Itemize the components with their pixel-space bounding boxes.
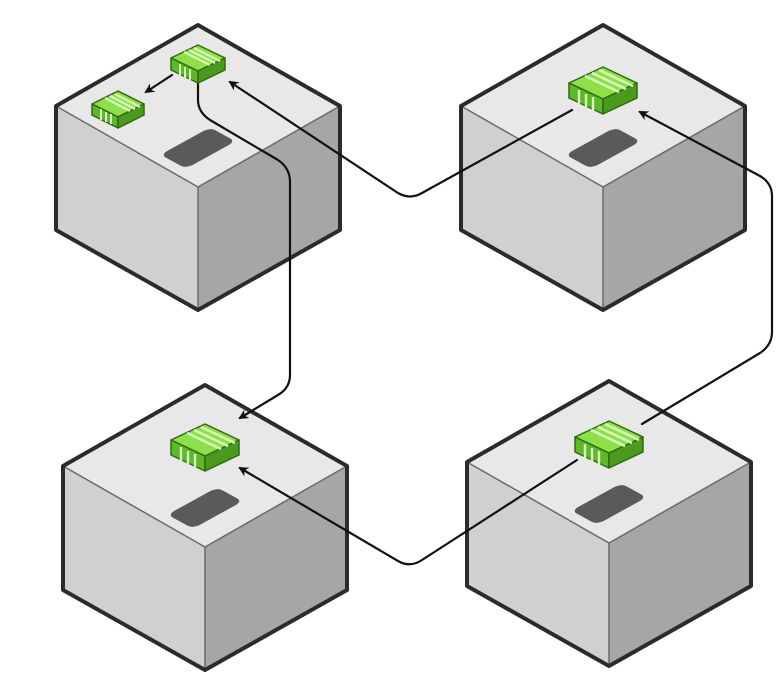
package-top-left-b[interactable] (91, 90, 145, 129)
cube-slot (574, 485, 644, 523)
connector-bottom-right-to-top-right (638, 110, 774, 426)
cube-node-top-right (459, 23, 747, 312)
package-top-left-a[interactable] (170, 44, 226, 84)
cube-outline (54, 23, 342, 312)
package-bottom-left[interactable] (170, 423, 240, 472)
cube-slot (568, 129, 638, 167)
connector-top-left-to-bottom-left (196, 78, 292, 420)
connector-bottom-right-to-bottom-left (238, 458, 579, 566)
connector-local-arrow (144, 73, 174, 94)
connector-top-right-to-top-left (228, 80, 574, 198)
cube-slot (170, 489, 240, 527)
package-bottom-right[interactable] (574, 420, 644, 469)
package-top-right[interactable] (568, 66, 638, 115)
cube-slot (163, 129, 233, 167)
cube-right-face (198, 106, 340, 310)
cube-left-face (56, 106, 198, 310)
connectors (144, 73, 774, 566)
